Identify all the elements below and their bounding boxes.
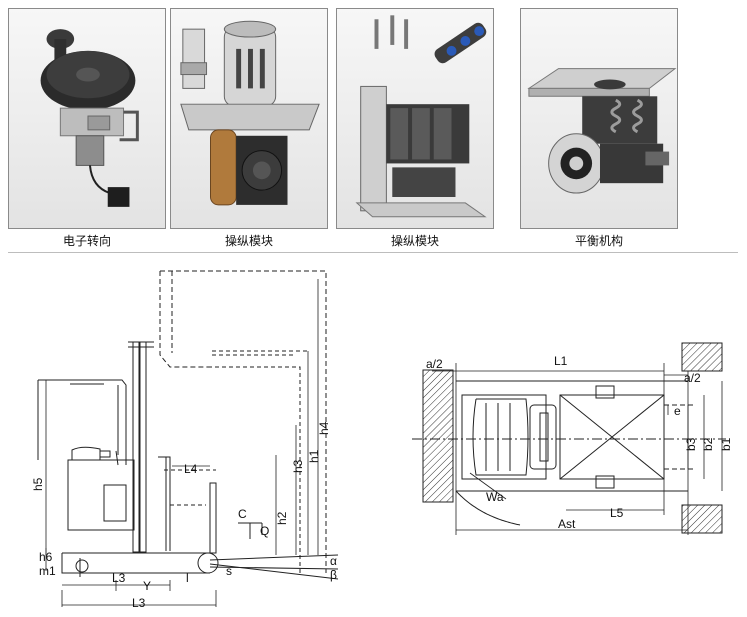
dim-label-l5: L5	[610, 506, 624, 520]
dim-label-e: e	[674, 404, 681, 418]
dim-label-l3-outer: L3	[132, 596, 146, 610]
dim-label-wa: Wa	[486, 490, 504, 504]
component-caption: 电子转向	[62, 234, 111, 248]
dim-label-h5: h5	[31, 477, 45, 491]
hydraulic-valve-icon	[355, 15, 487, 218]
dim-label-l1: L1	[554, 354, 568, 368]
dim-label-h1: h1	[307, 449, 321, 463]
component-panel-hydraulic	[336, 8, 494, 229]
dim-label-h6: h6	[39, 550, 53, 564]
dim-label-b2: b2	[701, 437, 715, 451]
dim-label-l4: L4	[184, 462, 198, 476]
dimension-drawings: h4 h1 h3 h2 h5 h6 m1 s L4 C Q α β L3 Y l…	[31, 270, 733, 610]
dim-label-ast: Ast	[558, 517, 576, 531]
top-view-drawing	[412, 342, 726, 535]
dim-label-l: l	[186, 571, 189, 585]
dim-label-beta: β	[330, 568, 337, 582]
side-view-drawing	[37, 270, 339, 607]
component-caption: 操纵模块	[390, 234, 439, 248]
electronic-steering-tiller-icon	[40, 29, 139, 207]
dim-label-a2-left: a/2	[426, 357, 443, 371]
dim-label-y: Y	[143, 579, 151, 593]
section-divider	[8, 252, 738, 253]
dim-label-h2: h2	[275, 511, 289, 525]
component-panel-steering	[8, 8, 166, 229]
dim-label-h3: h3	[291, 459, 305, 473]
dim-label-h4: h4	[317, 421, 331, 435]
component-caption: 操纵模块	[224, 234, 273, 248]
dim-label-c: C	[238, 507, 247, 521]
dim-label-b1: b1	[719, 437, 733, 451]
dim-label-b3: b3	[684, 437, 698, 451]
dim-label-q: Q	[260, 524, 269, 538]
dim-label-alpha: α	[330, 554, 337, 568]
caster-wheel-balance-icon	[527, 68, 677, 194]
component-caption: 平衡机构	[574, 234, 623, 248]
drive-wheel-motor-icon	[180, 20, 320, 206]
dim-label-s: s	[226, 564, 232, 578]
dim-label-m1: m1	[39, 564, 56, 578]
component-panel-drive-wheel	[170, 8, 328, 229]
dim-label-a2-right: a/2	[684, 371, 701, 385]
component-panel-balance	[520, 8, 678, 229]
dim-label-l3-inner: L3	[112, 571, 126, 585]
